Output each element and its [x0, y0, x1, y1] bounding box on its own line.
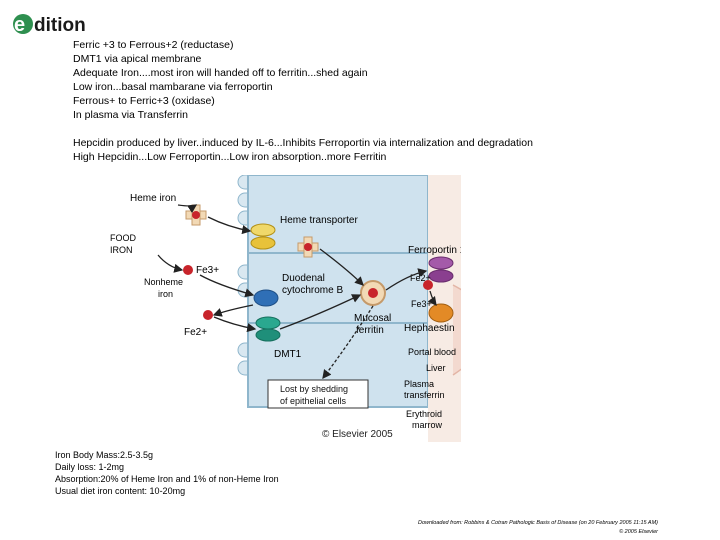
facts-block: Iron Body Mass:2.5-3.5g Daily loss: 1-2m… [55, 449, 279, 497]
fe3-right-label: Fe3+ [411, 299, 432, 309]
ferroportin-label: Ferroportin 1 [408, 245, 461, 256]
fact-line: Daily loss: 1-2mg [55, 462, 125, 472]
nonheme-label-2: iron [158, 289, 173, 299]
iron-absorption-diagram: Lost by shedding of epithelial cells Hem… [108, 175, 461, 442]
figure-copyright: © Elsevier 2005 [322, 429, 393, 440]
erythroid-label-1: Erythroid [406, 409, 442, 419]
iron-absorption-figure: Lost by shedding of epithelial cells Hem… [108, 175, 461, 442]
hepcidin-line: Hepcidin produced by liver..induced by I… [73, 137, 533, 149]
fe2-iron-icon [203, 310, 213, 320]
hephaestin-label: Hephaestin [404, 323, 455, 334]
fe3-left-label: Fe3+ [196, 265, 219, 276]
shedding-box [267, 379, 369, 409]
hephaestin-icon [428, 303, 454, 323]
note-line: Ferric +3 to Ferrous+2 (reductase) [73, 39, 234, 51]
fact-line: Iron Body Mass:2.5-3.5g [55, 450, 154, 460]
nonheme-label-1: Nonheme [144, 277, 183, 287]
edition-logo: e dition [10, 8, 100, 38]
fe2-right-label: Fe2+ [410, 273, 431, 283]
duodenal-cytochrome-icon [253, 289, 279, 307]
shedding-label-2: of epithelial cells [280, 396, 347, 406]
heme-transporter-icon [250, 223, 276, 237]
portal-blood-vessel [452, 284, 461, 376]
heme-icon [185, 204, 207, 226]
fe3-iron-icon [183, 265, 193, 275]
ferroportin-icon [428, 256, 454, 270]
footer-source: Downloaded from: Robbins & Cotran Pathol… [418, 520, 658, 526]
fact-line: Usual diet iron content: 10-20mg [55, 486, 186, 496]
note-line: DMT1 via apical membrane [73, 53, 202, 65]
heme-iron-label: Heme iron [130, 193, 176, 204]
notes-block: Ferric +3 to Ferrous+2 (reductase) DMT1 … [73, 38, 533, 164]
pathway-arrows [157, 204, 437, 380]
note-line: Ferrous+ to Ferric+3 (oxidase) [73, 95, 215, 107]
logo-swirl-icon [13, 14, 33, 34]
logo-text: dition [34, 15, 86, 36]
duodenal-label-1: Duodenal [282, 273, 325, 284]
logo-e-letter: e [14, 14, 25, 36]
plasma-label-2: transferrin [404, 390, 445, 400]
liver-label: Liver [426, 363, 446, 373]
dmt1-icon [255, 316, 281, 330]
mucosal-label-1: Mucosal [354, 313, 391, 324]
heme-in-cell-icon [297, 236, 319, 258]
duodenal-label-2: cytochrome B [282, 285, 343, 296]
note-line: Low iron...basal mambarane via ferroport… [73, 81, 273, 93]
hepcidin-line: High Hepcidin...Low Ferroportin...Low ir… [73, 151, 387, 163]
shedding-label-1: Lost by shedding [280, 384, 348, 394]
food-iron-label-2: IRON [110, 245, 133, 255]
portal-blood-label: Portal blood [408, 347, 456, 357]
note-line: Adequate Iron....most iron will handed o… [73, 67, 368, 79]
note-line: In plasma via Transferrin [73, 109, 188, 121]
heme-transporter-label: Heme transporter [280, 215, 358, 226]
dmt1-label: DMT1 [274, 349, 302, 360]
fe2-right-iron-icon [423, 280, 433, 290]
erythroid-label-2: marrow [412, 420, 443, 430]
source-footer: Downloaded from: Robbins & Cotran Pathol… [418, 519, 658, 537]
fact-line: Absorption:20% of Heme Iron and 1% of no… [55, 474, 279, 484]
plasma-label-1: Plasma [404, 379, 434, 389]
food-iron-label-1: FOOD [110, 233, 136, 243]
fe2-left-label: Fe2+ [184, 327, 207, 338]
footer-copyright: © 2005 Elsevier [619, 529, 658, 535]
mucosal-label-2: ferritin [356, 325, 384, 336]
